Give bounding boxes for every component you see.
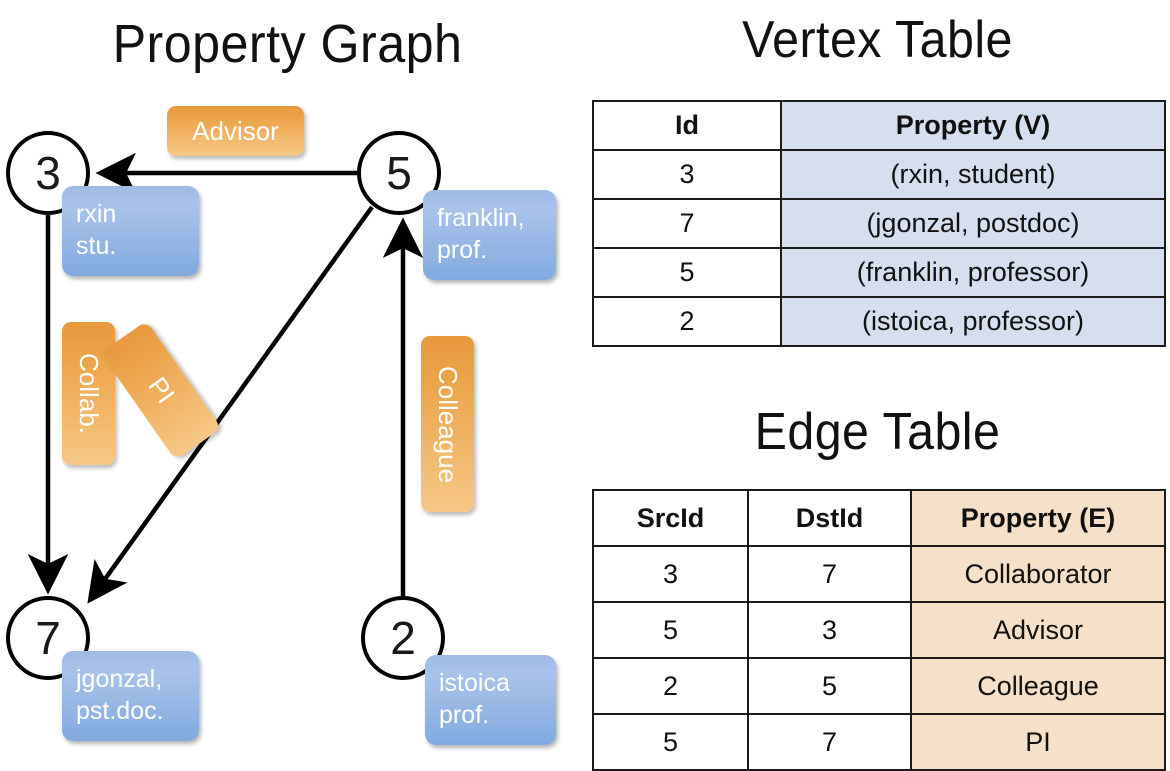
vertex-property-box-3-line2: stu.	[76, 232, 117, 260]
edge-table-header-property: Property (E)	[910, 489, 1166, 547]
edge-label-collaborator: Collab.	[62, 322, 115, 465]
vertex-table-cell-property: (franklin, professor)	[780, 247, 1166, 298]
edge-table-cell-property: Collaborator	[910, 545, 1166, 603]
graph-edge-pi	[87, 205, 374, 604]
edge-table-cell-property: Colleague	[910, 657, 1166, 715]
vertex-property-box-5: franklin, prof.	[423, 190, 556, 280]
vertex-property-box-7-line1: jgonzal,	[76, 665, 163, 693]
vertex-property-box-3: rxin stu.	[62, 186, 199, 276]
edge-table-cell-property: PI	[910, 713, 1166, 771]
vertex-property-box-7-line2: pst.doc.	[76, 697, 164, 725]
vertex-table-cell-property: (istoica, professor)	[780, 296, 1166, 347]
vertex-table-cell-property: (jgonzal, postdoc)	[780, 198, 1166, 249]
edge-label-advisor: Advisor	[167, 106, 304, 156]
graph-vertex-7-id: 7	[35, 612, 61, 664]
vertex-table-cell-id: 5	[592, 247, 782, 298]
vertex-property-box-2-line2: prof.	[439, 701, 490, 729]
vertex-table-header-property: Property (V)	[780, 100, 1166, 151]
vertex-table-cell-id: 3	[592, 149, 782, 200]
edge-table-cell-srcid: 2	[592, 657, 749, 715]
graph-edge-lines	[27, 152, 424, 604]
vertex-table-header-row: Id Property (V)	[592, 100, 1166, 151]
property-graph-diagram: 3 5 7 2 rxin stu. franklin, prof. jgonza…	[0, 0, 585, 760]
edge-label-pi-text: PI	[142, 371, 181, 409]
edge-table-cell-srcid: 3	[592, 545, 749, 603]
page-title-vertex-table: Vertex Table	[742, 11, 1013, 69]
vertex-table-cell-id: 7	[592, 198, 782, 249]
edge-table-cell-dstid: 7	[747, 545, 912, 603]
vertex-table-cell-id: 2	[592, 296, 782, 347]
vertex-table-header-id: Id	[592, 100, 782, 151]
graph-vertex-3-id: 3	[35, 147, 61, 199]
table-row[interactable]: 3 7 Collaborator	[592, 545, 1166, 603]
edge-label-colleague: Colleague	[421, 336, 474, 512]
table-row[interactable]: 2 (istoica, professor)	[592, 296, 1166, 347]
table-row[interactable]: 3 (rxin, student)	[592, 149, 1166, 200]
table-row[interactable]: 5 3 Advisor	[592, 601, 1166, 659]
vertex-property-box-3-line1: rxin	[76, 200, 117, 228]
table-row[interactable]: 5 7 PI	[592, 713, 1166, 771]
graph-vertex-5[interactable]: 5	[357, 131, 441, 215]
edge-table-header-srcid: SrcId	[592, 489, 749, 547]
vertex-property-box-5-line2: prof.	[437, 236, 488, 264]
table-row[interactable]: 2 5 Colleague	[592, 657, 1166, 715]
vertex-property-box-2-line1: istoica	[439, 669, 510, 697]
edge-table-cell-dstid: 5	[747, 657, 912, 715]
page-title-edge-table: Edge Table	[754, 403, 1001, 461]
graph-vertex-2-id: 2	[390, 612, 416, 664]
edge-table-cell-property: Advisor	[910, 601, 1166, 659]
vertex-table: Id Property (V) 3 (rxin, student) 7 (jgo…	[592, 100, 1166, 347]
table-row[interactable]: 7 (jgonzal, postdoc)	[592, 198, 1166, 249]
edge-table: SrcId DstId Property (E) 3 7 Collaborato…	[592, 489, 1166, 771]
vertex-property-box-2: istoica prof.	[425, 655, 556, 745]
edge-table-cell-dstid: 7	[747, 713, 912, 771]
table-row[interactable]: 5 (franklin, professor)	[592, 247, 1166, 298]
edge-table-header-dstid: DstId	[747, 489, 912, 547]
vertex-property-box-7: jgonzal, pst.doc.	[62, 651, 199, 741]
edge-label-advisor-text: Advisor	[192, 115, 279, 146]
edge-label-colleague-text: Colleague	[433, 365, 463, 483]
edge-table-header-row: SrcId DstId Property (E)	[592, 489, 1166, 547]
graph-vertex-5-id: 5	[386, 147, 412, 199]
edge-label-collaborator-text: Collab.	[74, 353, 104, 434]
edge-table-cell-srcid: 5	[592, 713, 749, 771]
edge-table-cell-dstid: 3	[747, 601, 912, 659]
graph-vertex-2[interactable]: 2	[361, 596, 445, 680]
edge-table-cell-srcid: 5	[592, 601, 749, 659]
page-title-property-graph: Property Graph	[112, 14, 463, 74]
vertex-property-box-5-line1: franklin,	[437, 204, 525, 232]
vertex-table-cell-property: (rxin, student)	[780, 149, 1166, 200]
